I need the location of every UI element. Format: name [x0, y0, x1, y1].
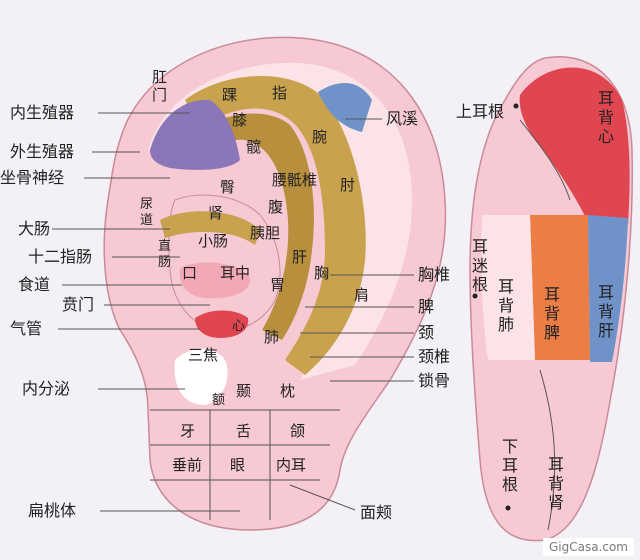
label-chuiqian: 垂前: [172, 456, 202, 474]
label-jingzhui: 颈椎: [418, 347, 450, 366]
label-fengxi: 风溪: [386, 109, 418, 128]
label-shidao: 食道: [18, 275, 50, 294]
heart-region: [195, 310, 249, 338]
label-fei: 肺: [264, 328, 279, 346]
intestine-band: [160, 211, 260, 245]
label-jian: 肩: [354, 286, 369, 304]
purple-region: [150, 99, 240, 170]
label-pi: 脾: [418, 297, 434, 316]
label-erbeifei: 耳背肺: [498, 277, 514, 334]
ear-canal: [179, 262, 251, 299]
label-ya: 牙: [180, 422, 195, 440]
label-suogu: 锁骨: [418, 371, 450, 390]
label-xin: 心: [232, 319, 245, 334]
leader-right: [289, 118, 414, 511]
label-zhou: 肘: [340, 176, 355, 194]
erbeixin-region: [519, 67, 630, 225]
label-neifenmi: 内分泌: [22, 379, 70, 398]
label-she: 舌: [236, 422, 251, 440]
label-xiongzhui: 胸椎: [418, 265, 450, 284]
label-shangergen: 上耳根: [456, 102, 504, 121]
label-zhichang: 直肠: [158, 239, 171, 270]
dot-xiaergen: [505, 505, 511, 511]
label-erbeigan: 耳背肝: [598, 283, 614, 340]
label-erbeipi: 耳背脾: [544, 285, 560, 342]
dot-ermigen: [472, 293, 478, 299]
dot-shangergen: [513, 103, 519, 109]
label-waishengzhiqi: 外生殖器: [10, 142, 74, 161]
label-erbeixin: 耳背心: [598, 89, 614, 146]
label-erzhong: 耳中: [220, 264, 250, 282]
label-erbeishen: 耳背肾: [548, 455, 564, 512]
label-wei: 胃: [270, 276, 285, 294]
label-nie: 颞: [236, 382, 251, 400]
label-xiaergen: 下耳根: [502, 437, 518, 494]
label-shen: 肾: [208, 204, 223, 222]
leader-left: [52, 112, 240, 512]
intertragic-notch: [174, 348, 228, 405]
front-ear: 肛门 踝 指 膝 髋 腕 臀 腰骶椎 肘 尿道 肾 腹 直肠 小肠 胰胆 肝 口…: [0, 36, 450, 531]
label-jing: 颈: [418, 323, 434, 342]
label-yidan: 胰胆: [250, 224, 280, 242]
label-ganmen-1: 肛门: [152, 68, 167, 104]
label-huai: 踝: [222, 86, 237, 104]
label-yaodizhui: 腰骶椎: [272, 171, 317, 189]
label-neishengzhiqi: 内生殖器: [10, 103, 74, 122]
concha-rim: [200, 113, 314, 340]
antihelix-band: [185, 76, 366, 375]
label-yan: 眼: [230, 456, 245, 474]
label-neier: 内耳: [276, 456, 306, 474]
label-benmen: 贲门: [62, 295, 94, 314]
label-ermigen: 耳迷根: [472, 237, 488, 294]
blue-region: [318, 82, 372, 132]
label-kou: 口: [182, 264, 197, 282]
label-kuan: 髋: [246, 138, 261, 156]
back-ear: 上耳根 耳背心 耳背肺 耳背脾 耳背肝 耳背肾 耳迷根 下耳根: [456, 56, 633, 542]
erbeigan-region: [588, 215, 628, 362]
label-shierzhichang: 十二指肠: [28, 247, 92, 266]
erbeifei-region: [481, 215, 535, 360]
label-zhen: 枕: [280, 382, 295, 400]
label-tun: 臀: [220, 178, 235, 196]
watermark: GigCasa.com: [542, 538, 634, 556]
label-e: 额: [212, 393, 225, 408]
label-qiguan: 气管: [10, 319, 42, 338]
label-mianjia: 面颊: [360, 503, 392, 522]
lobe-grid: [150, 409, 340, 520]
label-biantaoti: 扁桃体: [28, 501, 76, 520]
label-dachang: 大肠: [18, 219, 50, 238]
label-xiaochang: 小肠: [198, 232, 228, 250]
label-xi: 膝: [232, 111, 247, 129]
label-xiong: 胸: [314, 264, 329, 282]
label-zuogushenjing: 坐骨神经: [0, 168, 64, 187]
label-sanjiao: 三焦: [188, 346, 218, 364]
label-wan: 腕: [312, 128, 327, 146]
erbeipi-region: [530, 215, 590, 360]
label-niaodao: 尿道: [140, 197, 153, 228]
label-he: 颌: [290, 422, 305, 440]
label-zhi: 指: [272, 84, 287, 102]
label-fu: 腹: [268, 198, 283, 216]
back-lower-curve: [519, 119, 571, 531]
label-gan: 肝: [292, 248, 307, 266]
